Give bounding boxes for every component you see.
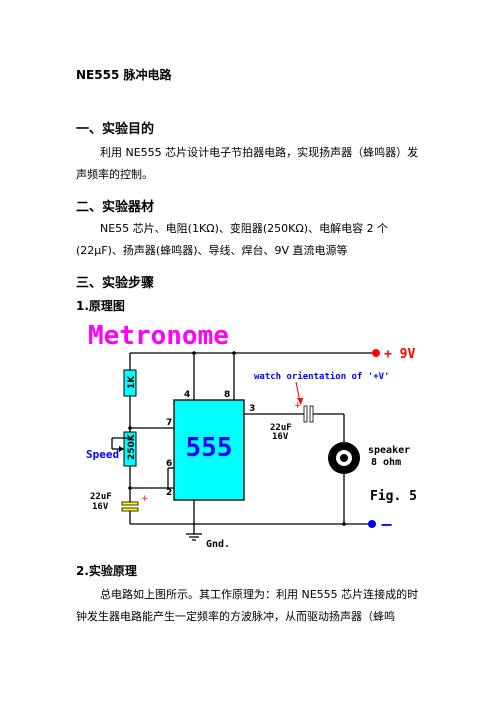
output-capacitor-plate-left bbox=[303, 405, 308, 423]
timing-capacitor-voltage: 16V bbox=[92, 502, 109, 512]
section-heading-purpose: 一、实验目的 bbox=[76, 122, 155, 137]
section-heading-equipment: 二、实验器材 bbox=[76, 200, 155, 215]
speaker-label: speaker bbox=[368, 445, 410, 456]
principle-text: 总电路如上图所示。其工作原理为：利用 NE555 芯片连接成的时钟发生器电路能产… bbox=[76, 588, 419, 623]
purpose-text: 利用 NE555 芯片设计电子节拍器电路，实现扬声器（蜂鸣器）发声频率的控制。 bbox=[76, 146, 419, 181]
figure-label: Fig. 5 bbox=[370, 489, 417, 504]
speed-label: Speed bbox=[86, 448, 119, 461]
chip-label: 555 bbox=[186, 433, 233, 463]
plus-9v-terminal bbox=[372, 349, 380, 357]
pin-7-label: 7 bbox=[166, 418, 172, 428]
output-capacitor-voltage: 16V bbox=[272, 432, 289, 442]
pin-2-label: 2 bbox=[166, 488, 172, 498]
section-heading-steps: 三、实验步骤 bbox=[76, 276, 155, 291]
pin-6-label: 6 bbox=[166, 459, 172, 469]
document-title: NE555 脉冲电路 bbox=[76, 68, 172, 82]
resistor-1k-label: 1K bbox=[127, 375, 137, 389]
timing-capacitor-value: 22uF bbox=[90, 492, 112, 502]
subheading-principle: 2.实验原理 bbox=[76, 564, 137, 578]
timing-capacitor-plate-bottom bbox=[121, 507, 139, 512]
ground-label: Gnd. bbox=[206, 539, 230, 550]
timing-capacitor-plus: + bbox=[141, 494, 149, 504]
output-capacitor-plate-right bbox=[309, 405, 314, 423]
potentiometer-250k-label: 250K bbox=[127, 433, 137, 460]
output-capacitor-plus: + bbox=[294, 401, 302, 411]
watch-orientation-label: watch orientation of '+V' bbox=[254, 371, 389, 382]
timing-capacitor-plate-top bbox=[121, 501, 139, 506]
minus-label: − bbox=[380, 515, 393, 534]
subheading-schematic: 1.原理图 bbox=[76, 299, 125, 313]
output-capacitor-value: 22uF bbox=[270, 423, 292, 433]
pin-4-label: 4 bbox=[184, 390, 190, 400]
pin-3-label: 3 bbox=[249, 404, 255, 414]
schematic-title: Metronome bbox=[88, 321, 229, 351]
minus-terminal bbox=[368, 520, 376, 528]
plus-9v-label: + 9V bbox=[384, 347, 415, 362]
speaker-impedance-label: 8 ohm bbox=[371, 457, 401, 468]
equipment-text: NE55 芯片、电阻(1KΩ)、变阻器(250KΩ)、电解电容 2 个(22μF… bbox=[76, 222, 389, 257]
ne555-chip bbox=[173, 399, 245, 501]
pin-8-label: 8 bbox=[224, 390, 230, 400]
metronome-schematic: Metronome + 9V 1K 250K Speed bbox=[86, 318, 428, 554]
